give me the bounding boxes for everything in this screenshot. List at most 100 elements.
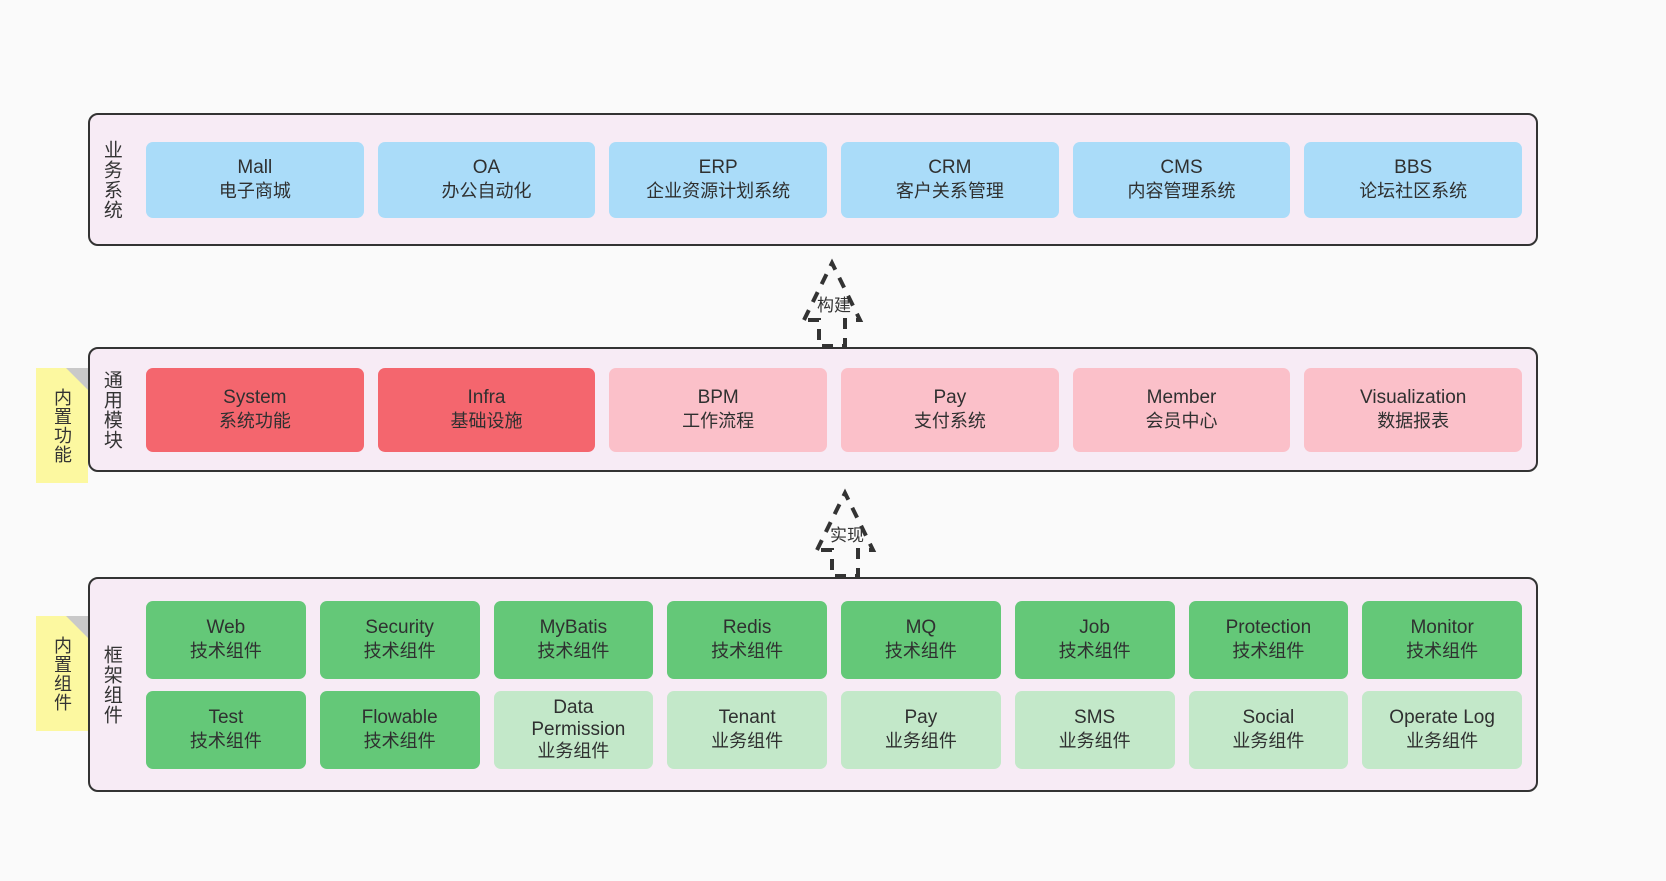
card-bbs-en: BBS	[1394, 156, 1433, 178]
card-social-en: Social	[1242, 706, 1295, 728]
card-pay-module[interactable]: Pay 支付系统	[841, 367, 1059, 452]
card-infra-en: Infra	[467, 386, 506, 408]
card-flowable[interactable]: Flowable 技术组件	[319, 690, 480, 769]
card-redis-en: Redis	[722, 616, 772, 638]
card-monitor-cn: 技术组件	[1406, 641, 1479, 662]
card-bbs-cn: 论坛社区系统	[1359, 181, 1468, 202]
card-member-cn: 会员中心	[1145, 411, 1218, 432]
card-sms[interactable]: SMS 业务组件	[1014, 690, 1175, 769]
card-test[interactable]: Test 技术组件	[146, 690, 306, 769]
layer-common-module-body: System 系统功能 Infra 基础设施 BPM 工作流程 Pay 支付系统…	[132, 349, 1536, 470]
card-flowable-en: Flowable	[361, 706, 438, 728]
card-mq-en: MQ	[905, 616, 937, 638]
card-job-en: Job	[1079, 616, 1110, 638]
card-system[interactable]: System 系统功能	[146, 367, 364, 452]
card-cms[interactable]: CMS 内容管理系统	[1072, 141, 1291, 218]
layer-business-system-body: Mall 电子商城 OA 办公自动化 ERP 企业资源计划系统 CRM 客户关系…	[132, 115, 1536, 244]
card-monitor[interactable]: Monitor 技术组件	[1362, 600, 1522, 679]
card-bpm[interactable]: BPM 工作流程	[609, 367, 828, 452]
card-mybatis[interactable]: MyBatis 技术组件	[493, 600, 654, 679]
card-oa-cn: 办公自动化	[441, 181, 532, 202]
card-data-permission-en: Data Permission	[531, 697, 626, 741]
card-pay-component-cn: 业务组件	[884, 731, 957, 752]
card-protection[interactable]: Protection 技术组件	[1188, 600, 1349, 679]
card-operate-log-en: Operate Log	[1389, 706, 1495, 728]
card-cms-cn: 内容管理系统	[1127, 181, 1236, 202]
card-protection-cn: 技术组件	[1232, 641, 1305, 662]
card-data-permission[interactable]: Data Permission 业务组件	[493, 690, 654, 769]
card-sms-cn: 业务组件	[1058, 731, 1131, 752]
card-visualization-en: Visualization	[1360, 386, 1467, 408]
card-web-cn: 技术组件	[189, 641, 262, 662]
card-member-en: Member	[1146, 386, 1217, 408]
framework-row-tech: Web 技术组件 Security 技术组件 MyBatis 技术组件 Redi…	[146, 600, 1522, 679]
card-social-cn: 业务组件	[1232, 731, 1305, 752]
card-mybatis-en: MyBatis	[539, 616, 608, 638]
note-builtin-components-label: 内置组件	[52, 635, 72, 712]
card-system-cn: 系统功能	[218, 411, 291, 432]
layer-business-system-title: 业务系统	[100, 139, 122, 220]
card-bpm-en: BPM	[697, 386, 739, 408]
card-web[interactable]: Web 技术组件	[146, 600, 306, 679]
layer-common-module: 通用模块 System 系统功能 Infra 基础设施 BPM 工作流程 Pay…	[88, 347, 1538, 472]
card-system-en: System	[223, 386, 287, 408]
card-erp-cn: 企业资源计划系统	[646, 181, 791, 202]
note-fold-icon	[66, 368, 88, 390]
connector-implement-label: 实现	[830, 526, 864, 545]
card-oa[interactable]: OA 办公自动化	[377, 141, 596, 218]
card-pay-module-cn: 支付系统	[913, 411, 986, 432]
card-mall-en: Mall	[237, 156, 273, 178]
card-infra[interactable]: Infra 基础设施	[377, 367, 596, 452]
card-tenant-en: Tenant	[718, 706, 776, 728]
card-bpm-cn: 工作流程	[682, 411, 755, 432]
layer-framework-component-body: Web 技术组件 Security 技术组件 MyBatis 技术组件 Redi…	[132, 579, 1536, 790]
note-builtin-features-label: 内置功能	[52, 387, 72, 464]
card-mybatis-cn: 技术组件	[537, 641, 610, 662]
card-data-permission-cn: 业务组件	[537, 741, 610, 761]
card-infra-cn: 基础设施	[450, 411, 523, 432]
card-security-en: Security	[365, 616, 434, 638]
layer-framework-component-title: 框架组件	[100, 644, 122, 725]
card-pay-component[interactable]: Pay 业务组件	[841, 690, 1001, 769]
card-mall[interactable]: Mall 电子商城	[146, 141, 364, 218]
card-cms-en: CMS	[1160, 156, 1203, 178]
note-fold-icon	[66, 616, 88, 638]
card-member[interactable]: Member 会员中心	[1072, 367, 1291, 452]
card-bbs[interactable]: BBS 论坛社区系统	[1304, 141, 1523, 218]
framework-row-business: Test 技术组件 Flowable 技术组件 Data Permission …	[146, 690, 1522, 769]
card-protection-en: Protection	[1225, 616, 1312, 638]
card-pay-module-en: Pay	[933, 386, 967, 408]
card-mall-cn: 电子商城	[218, 181, 291, 202]
card-mq[interactable]: MQ 技术组件	[841, 600, 1001, 679]
card-test-en: Test	[208, 706, 244, 728]
card-redis-cn: 技术组件	[711, 641, 784, 662]
card-tenant-cn: 业务组件	[711, 731, 784, 752]
card-oa-en: OA	[472, 156, 501, 178]
card-flowable-cn: 技术组件	[363, 731, 436, 752]
card-visualization-cn: 数据报表	[1377, 411, 1450, 432]
card-visualization[interactable]: Visualization 数据报表	[1304, 367, 1523, 452]
layer-framework-component: 框架组件 Web 技术组件 Security 技术组件 MyBatis 技术组件…	[88, 577, 1538, 792]
card-social[interactable]: Social 业务组件	[1188, 690, 1349, 769]
card-crm-cn: 客户关系管理	[895, 181, 1004, 202]
card-pay-component-en: Pay	[904, 706, 938, 728]
layer-common-module-title: 通用模块	[100, 369, 122, 450]
note-builtin-components: 内置组件	[36, 616, 88, 731]
card-crm[interactable]: CRM 客户关系管理	[841, 141, 1059, 218]
card-security-cn: 技术组件	[363, 641, 436, 662]
card-tenant[interactable]: Tenant 业务组件	[667, 690, 827, 769]
card-job-cn: 技术组件	[1058, 641, 1131, 662]
card-crm-en: CRM	[928, 156, 972, 178]
layer-business-system: 业务系统 Mall 电子商城 OA 办公自动化 ERP 企业资源计划系统 CRM…	[88, 113, 1538, 246]
card-erp-en: ERP	[698, 156, 738, 178]
connector-build-label: 构建	[817, 296, 851, 315]
card-mq-cn: 技术组件	[884, 641, 957, 662]
card-operate-log-cn: 业务组件	[1406, 731, 1479, 752]
card-job[interactable]: Job 技术组件	[1014, 600, 1175, 679]
card-redis[interactable]: Redis 技术组件	[667, 600, 827, 679]
card-security[interactable]: Security 技术组件	[319, 600, 480, 679]
card-operate-log[interactable]: Operate Log 业务组件	[1362, 690, 1522, 769]
card-sms-en: SMS	[1074, 706, 1116, 728]
card-erp[interactable]: ERP 企业资源计划系统	[609, 141, 828, 218]
card-monitor-en: Monitor	[1410, 616, 1474, 638]
